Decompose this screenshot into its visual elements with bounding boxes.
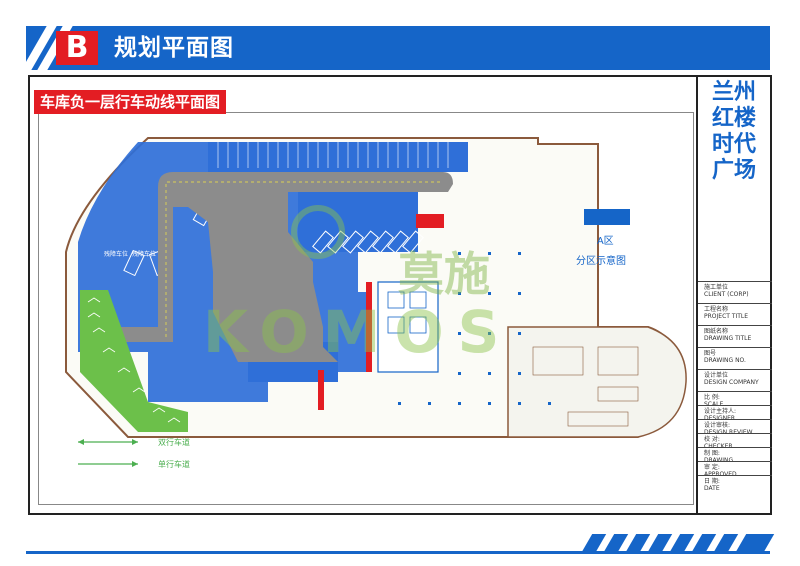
title-row-designer: 设计主持人:DESIGNER [698,405,772,422]
red-wall [318,370,324,410]
row-label: 施工单位 [704,284,729,291]
row-label: 工程名称 [704,306,729,313]
title-row-scale: 比 例:SCALE [698,391,772,408]
title-row-checker: 校 对:CHECKER [698,433,772,450]
ramp-area [80,290,188,432]
row-label-en: DRAWING TITLE [704,335,752,342]
curved-wing [507,326,687,438]
stall-lines [217,142,449,168]
row-label: 图纸名称 [704,328,729,335]
zone-caption: 分区示意图 [576,254,626,267]
accessible-parking-label: 残障车位 [132,250,156,258]
zone-a-label: A区 [597,235,614,247]
footer-stripe [581,534,607,552]
footer-stripe [603,534,629,552]
row-label: 图号 [704,350,717,357]
header-bar [21,26,770,70]
row-label-en: SCALE [704,401,724,408]
row-label: 比 例: [704,394,720,401]
row-label-en: CHECKER [704,443,733,450]
footer-line [26,551,770,554]
footer-stripe [713,534,739,552]
floor-plan-drawing: A区 分区示意图 残障车位 残障车位 双行车道 单行车道 莫施 KOMOS [65,137,687,469]
title-row-date: 日 期:DATE [698,475,772,492]
row-label-en: DRAWING NO. [704,357,746,364]
row-label: 审 定: [704,464,720,471]
row-label: 校 对: [704,436,720,443]
watermark-logo-icon [291,205,345,259]
page-title: 规划平面图 [114,35,234,61]
row-label: 设计单位 [704,372,729,379]
footer-stripe [735,534,775,552]
core-room [387,316,405,334]
red-wall [416,214,444,228]
watermark-brand-en: KOMOS [203,298,513,366]
footer-stripe [691,534,717,552]
arrow-right-icon [132,461,138,467]
ramp-arrows [87,297,181,423]
footer-stripe [647,534,673,552]
row-label: 制 图: [704,450,720,457]
watermark: 莫施 KOMOS [203,205,513,366]
row-label-en: PROJECT TITLE [704,313,749,320]
column-grid [398,252,551,405]
watermark-brand-cn: 莫施 [398,247,490,301]
wing-details [532,346,639,427]
core-room [409,291,427,309]
zone-a-swatch [584,209,630,225]
legend: 双行车道 单行车道 [78,437,190,469]
project-name: 兰州红楼时代广场 [711,80,756,183]
title-row-drawing: 制 图:DRAWING [698,447,772,464]
row-label-en: DRAWING [704,457,734,464]
arrow-right-icon [132,439,138,445]
plan-title: 车库负一层行车动线平面图 [34,90,227,114]
footer-stripe [625,534,651,552]
row-label-en: DESIGNER [704,415,736,422]
row-label-en: APPROVED [704,471,737,478]
footer-stripe [669,534,695,552]
legend-two-way-label: 双行车道 [158,437,190,447]
row-label-en: DESIGN REVIEW [704,429,753,436]
driving-lane [93,172,453,362]
legend-one-way-label: 单行车道 [158,459,190,469]
core-room [387,291,405,309]
title-row-review: 设计审核:DESIGN REVIEW [698,419,772,436]
footer-stripes [575,534,775,552]
row-label-en: DESIGN COMPANY [704,379,759,386]
row-label: 设计审核: [704,422,731,429]
row-label: 日 期: [704,478,720,485]
title-row-approved: 审 定:APPROVED [698,461,772,478]
row-label-en: CLIENT (CORP) [704,291,749,298]
plan-area [38,112,694,505]
row-label: 设计主持人: [704,408,737,415]
arrow-left-icon [78,439,84,445]
accessible-parking-label: 残障车位 [104,250,128,258]
red-wall [366,282,372,372]
section-badge: B [56,31,98,65]
row-label-en: DATE [704,485,720,492]
core-room [409,316,427,334]
